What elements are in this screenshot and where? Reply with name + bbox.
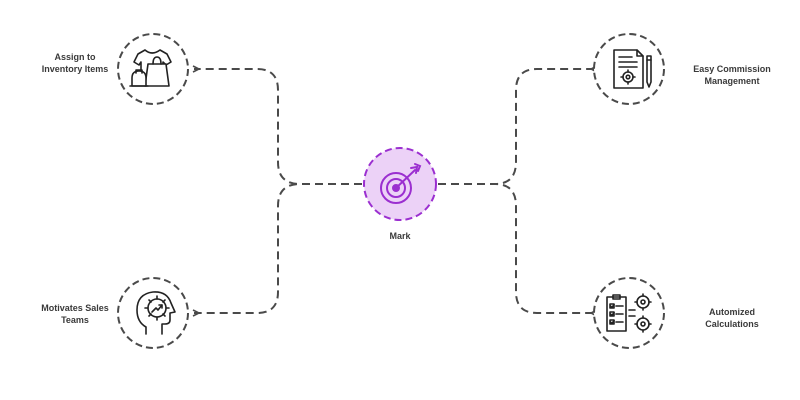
node-motivates-sales [117,277,189,349]
easy-commission-label: Easy Commission Management [693,64,771,86]
checklist-gears-icon [606,293,652,333]
node-assign-inventory [117,33,189,105]
automized-calculations-label: Automized Calculations [705,307,759,329]
node-easy-commission [593,33,665,105]
document-gear-pencil-icon [613,49,652,89]
node-automized-calculations [593,277,665,349]
connector-to-automized-calculations [438,183,596,313]
motivates-sales-label: Motivates Sales Teams [41,303,109,325]
center-label: Mark [389,231,411,241]
connector-to-assign-inventory [194,69,362,185]
center-node [363,147,437,221]
connector-to-easy-commission [438,69,596,185]
connector-to-motivates-sales [194,183,362,313]
assign-inventory-label: Assign to Inventory Items [41,52,109,74]
head-gear-chart-icon [136,291,176,335]
target-arrow-icon [380,163,422,204]
clothing-bags-icon [129,49,172,87]
